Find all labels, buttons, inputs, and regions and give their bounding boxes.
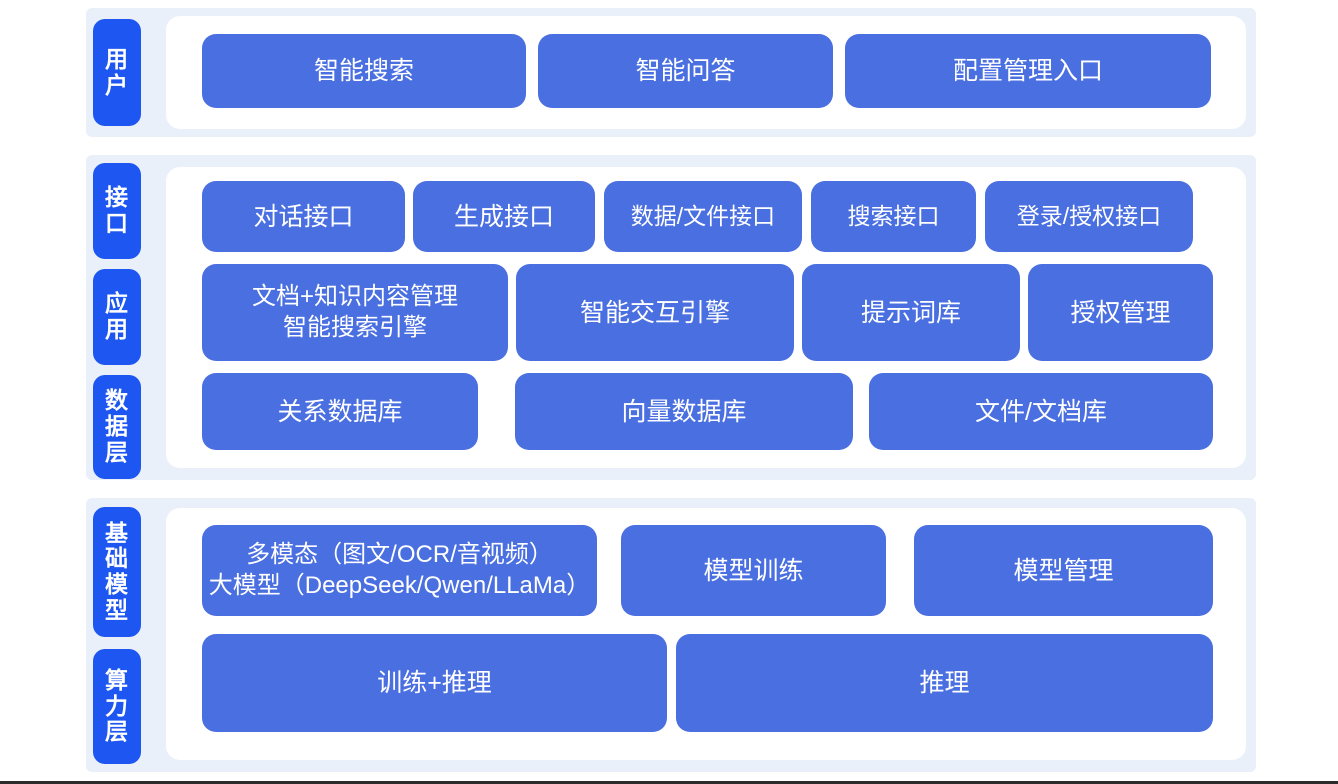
section-user: 用户 智能搜索 智能问答 配置管理入口 xyxy=(86,8,1256,137)
section-platform: 接口 应用 数据层 对话接口 生成接口 数据/文件接口 搜索接口 xyxy=(86,155,1256,480)
bottom-divider xyxy=(0,781,1338,784)
chip-inference[interactable]: 推理 xyxy=(676,634,1213,732)
chip-file-document-store[interactable]: 文件/文档库 xyxy=(869,373,1213,450)
chip-login-auth-api[interactable]: 登录/授权接口 xyxy=(985,181,1193,252)
chip-smart-qa[interactable]: 智能问答 xyxy=(538,34,833,108)
chip-generation-api-label: 生成接口 xyxy=(453,202,554,231)
chip-smart-interaction-engine[interactable]: 智能交互引擎 xyxy=(516,264,794,361)
chip-multimodal-large-model[interactable]: 多模态（图文/OCR/音视频） 大模型（DeepSeek/Qwen/LLaMa） xyxy=(202,525,597,616)
chip-model-management-label: 模型管理 xyxy=(1013,556,1114,585)
chip-doc-knowledge-content-mgmt-line2: 智能搜索引擎 xyxy=(283,313,427,341)
section-infrastructure-labels: 基础模型 算力层 xyxy=(86,498,148,772)
chip-login-auth-api-label: 登录/授权接口 xyxy=(1016,202,1162,229)
chip-file-document-store-label: 文件/文档库 xyxy=(975,397,1107,426)
chip-generation-api[interactable]: 生成接口 xyxy=(413,181,595,252)
chip-smart-interaction-engine-label: 智能交互引擎 xyxy=(579,298,730,327)
chip-doc-knowledge-content-mgmt-line1: 文档+知识内容管理 xyxy=(251,282,458,310)
layer-label-interface[interactable]: 接口 xyxy=(93,163,141,259)
chip-dialog-api-label: 对话接口 xyxy=(253,202,354,231)
chip-search-api-label: 搜索接口 xyxy=(847,202,940,229)
chip-search-api[interactable]: 搜索接口 xyxy=(811,181,976,252)
layer-label-foundation-model[interactable]: 基础模型 xyxy=(93,507,141,637)
right-gutter xyxy=(1256,0,1338,784)
chip-relational-database[interactable]: 关系数据库 xyxy=(202,373,478,450)
layer-label-compute[interactable]: 算力层 xyxy=(93,649,141,764)
chip-train-plus-inference-label: 训练+推理 xyxy=(377,669,492,697)
section-user-panel: 智能搜索 智能问答 配置管理入口 xyxy=(166,16,1246,129)
section-platform-panel: 对话接口 生成接口 数据/文件接口 搜索接口 登录/授权接口 文档+知识内容管理… xyxy=(166,167,1246,468)
chip-inference-label: 推理 xyxy=(919,669,970,697)
chip-smart-search[interactable]: 智能搜索 xyxy=(202,34,526,108)
section-infrastructure-panel: 多模态（图文/OCR/音视频） 大模型（DeepSeek/Qwen/LLaMa）… xyxy=(166,508,1246,760)
chip-vector-database-label: 向量数据库 xyxy=(621,397,747,426)
layer-label-interface-text: 接口 xyxy=(105,184,129,236)
chip-smart-search-label: 智能搜索 xyxy=(313,57,414,85)
chip-authorization-management[interactable]: 授权管理 xyxy=(1028,264,1213,361)
section-platform-labels: 接口 应用 数据层 xyxy=(86,155,148,480)
chip-train-plus-inference[interactable]: 训练+推理 xyxy=(202,634,667,732)
chip-multimodal-large-model-line1: 多模态（图文/OCR/音视频） xyxy=(246,540,553,568)
chip-multimodal-large-model-line2: 大模型（DeepSeek/Qwen/LLaMa） xyxy=(208,571,591,599)
chip-smart-qa-label: 智能问答 xyxy=(635,57,736,85)
chip-vector-database[interactable]: 向量数据库 xyxy=(515,373,853,450)
layer-label-compute-text: 算力层 xyxy=(105,666,129,745)
chip-prompt-library-label: 提示词库 xyxy=(860,298,961,327)
layer-label-data-text: 数据层 xyxy=(105,387,129,465)
layer-label-application[interactable]: 应用 xyxy=(93,269,141,365)
chip-config-management-entry-label: 配置管理入口 xyxy=(952,57,1103,85)
layer-label-foundation-model-text: 基础模型 xyxy=(105,519,129,623)
chip-model-training-label: 模型训练 xyxy=(703,556,804,585)
section-user-labels: 用户 xyxy=(86,8,148,137)
chip-relational-database-label: 关系数据库 xyxy=(277,397,403,426)
chip-data-file-api-label: 数据/文件接口 xyxy=(630,202,776,229)
chip-data-file-api[interactable]: 数据/文件接口 xyxy=(604,181,802,252)
layer-label-user-text: 用户 xyxy=(105,45,129,98)
chip-model-training[interactable]: 模型训练 xyxy=(621,525,886,616)
layer-label-user[interactable]: 用户 xyxy=(93,19,141,126)
chip-authorization-management-label: 授权管理 xyxy=(1070,298,1171,327)
chip-config-management-entry[interactable]: 配置管理入口 xyxy=(845,34,1211,108)
chip-model-management[interactable]: 模型管理 xyxy=(914,525,1213,616)
layer-label-application-text: 应用 xyxy=(105,290,129,342)
chip-prompt-library[interactable]: 提示词库 xyxy=(802,264,1020,361)
chip-doc-knowledge-content-mgmt[interactable]: 文档+知识内容管理 智能搜索引擎 xyxy=(202,264,508,361)
section-infrastructure: 基础模型 算力层 多模态（图文/OCR/音视频） 大模型（DeepSeek/Qw… xyxy=(86,498,1256,772)
chip-dialog-api[interactable]: 对话接口 xyxy=(202,181,405,252)
left-gutter xyxy=(0,0,86,784)
layer-label-data[interactable]: 数据层 xyxy=(93,375,141,479)
